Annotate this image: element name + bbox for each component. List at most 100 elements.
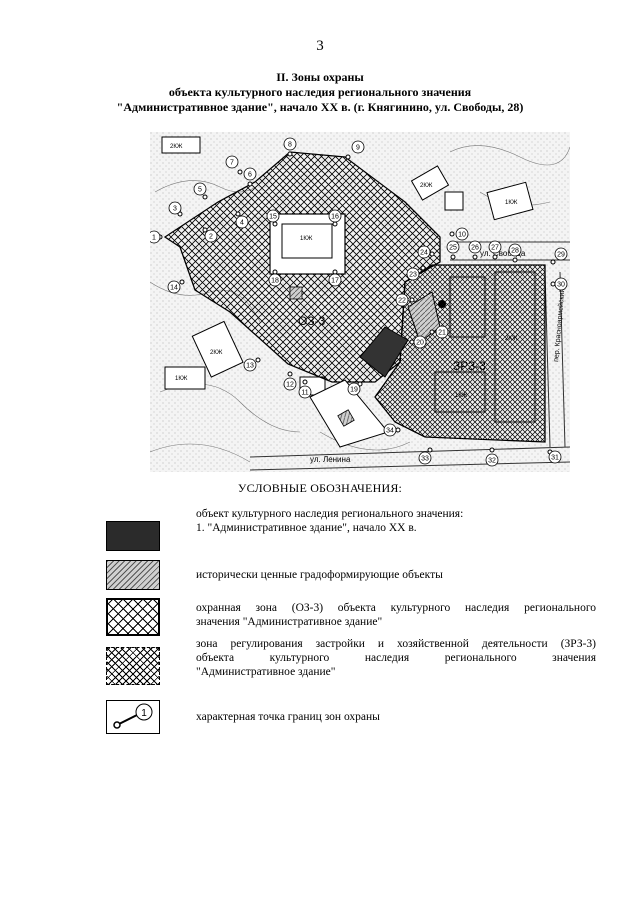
legend-text: зона регулирования застройки и хозяйстве… bbox=[196, 638, 596, 650]
legend-text: 1. "Административное здание", начало XX … bbox=[196, 522, 417, 534]
boundary-point-17: 17 bbox=[328, 269, 342, 287]
boundary-point-3: 3 bbox=[168, 201, 183, 217]
boundary-point-label: 7 bbox=[230, 160, 234, 167]
boundary-point-label: 11 bbox=[301, 390, 308, 397]
boundary-point-15: 15 bbox=[266, 209, 280, 227]
legend-text: "Административное здание" bbox=[196, 666, 336, 678]
boundary-point-31: 31 bbox=[547, 449, 562, 464]
boundary-point-label: 32 bbox=[488, 458, 496, 465]
boundary-point-label: 10 bbox=[458, 232, 466, 239]
page-number: 3 bbox=[316, 38, 324, 54]
boundary-point-label: 26 bbox=[471, 245, 479, 252]
boundary-point-label: 3 bbox=[173, 206, 177, 213]
boundary-point-label: 31 bbox=[551, 455, 559, 462]
building-label: 2КЖ bbox=[420, 183, 433, 189]
legend-text: объекта культурного наследия регионально… bbox=[196, 652, 596, 664]
boundary-point-6: 6 bbox=[243, 167, 257, 187]
legend-symbol-heritage bbox=[106, 521, 160, 551]
boundary-point-16: 16 bbox=[328, 209, 342, 227]
boundary-point-label: 27 bbox=[491, 245, 499, 252]
boundary-point-10: 10 bbox=[449, 227, 469, 241]
svg-text:1: 1 bbox=[141, 708, 147, 719]
boundary-point-2: 2 bbox=[202, 227, 218, 243]
building-label: 1КЖ bbox=[175, 376, 188, 382]
boundary-point-label: 15 bbox=[269, 214, 277, 221]
boundary-point-label: 23 bbox=[409, 272, 417, 279]
boundary-point-label: 4 bbox=[240, 220, 244, 227]
legend-text: характерная точка границ зон охраны bbox=[196, 711, 380, 723]
legend-text: исторически ценные градоформирующие объе… bbox=[196, 569, 443, 581]
legend-symbol-historic bbox=[106, 560, 160, 590]
building-label: 1КЖ bbox=[455, 393, 468, 399]
historic-object-small bbox=[337, 409, 355, 427]
street-label-svobody: ул. Свобода bbox=[480, 249, 526, 258]
building-label: 1КЖ bbox=[505, 200, 518, 206]
boundary-point-label: 9 bbox=[356, 145, 360, 152]
boundary-point-12: 12 bbox=[283, 371, 297, 391]
boundary-point-label: 8 bbox=[288, 142, 292, 149]
building-label: 2КЖ bbox=[505, 336, 518, 342]
boundary-point-5: 5 bbox=[193, 182, 208, 200]
boundary-point-34: 34 bbox=[383, 423, 401, 437]
boundary-point-label: 22 bbox=[398, 298, 406, 305]
heritage-object bbox=[359, 326, 409, 378]
boundary-point-25: 25 bbox=[446, 240, 460, 260]
boundary-point-label: 2 bbox=[209, 234, 213, 241]
boundary-point-22: 22 bbox=[395, 293, 415, 307]
boundary-point-label: 33 bbox=[421, 456, 429, 463]
boundary-point-label: 17 bbox=[331, 278, 339, 285]
street-label-lenina: ул. Ленина bbox=[310, 455, 351, 464]
boundary-point-24: 24 bbox=[417, 245, 435, 259]
boundary-point-label: 12 bbox=[286, 382, 294, 389]
boundary-point-13: 13 bbox=[243, 357, 261, 372]
title-line-3: "Административное здание", начало XX в. … bbox=[116, 100, 524, 114]
boundary-point-21: 21 bbox=[429, 325, 449, 339]
boundary-point-4: 4 bbox=[235, 211, 249, 229]
neighbour-buildings bbox=[161, 136, 534, 396]
boundary-point-26: 26 bbox=[468, 240, 482, 260]
boundary-point-19: 19 bbox=[347, 381, 363, 396]
title-line-2: объекта культурного наследия регионально… bbox=[168, 85, 472, 99]
boundary-point-label: 14 bbox=[170, 285, 178, 292]
legend-symbol-oz bbox=[106, 598, 160, 636]
boundary-point-icon: 1 bbox=[113, 703, 153, 729]
zone-label-oz: ОЗ-3 bbox=[298, 314, 326, 328]
street-edges bbox=[249, 241, 570, 471]
boundary-point-label: 13 bbox=[246, 363, 254, 370]
boundary-point-27: 27 bbox=[488, 240, 502, 260]
inner-building bbox=[281, 223, 333, 259]
legend-text: значения "Административное здание" bbox=[196, 616, 383, 628]
boundary-point-label: 25 bbox=[449, 245, 457, 252]
boundary-point-label: 18 bbox=[271, 278, 279, 285]
boundary-point-11: 11 bbox=[298, 379, 312, 399]
boundary-point-14: 14 bbox=[167, 279, 185, 294]
boundary-point-label: 5 bbox=[198, 187, 202, 194]
feature-marker bbox=[438, 300, 446, 308]
boundary-point-label: 30 bbox=[557, 282, 565, 289]
boundary-point-23: 23 bbox=[406, 265, 426, 281]
boundary-point-29: 29 bbox=[550, 247, 568, 265]
boundary-point-8: 8 bbox=[283, 137, 297, 157]
boundary-point-label: 16 bbox=[331, 214, 339, 221]
legend-title: УСЛОВНЫЕ ОБОЗНАЧЕНИЯ: bbox=[237, 481, 403, 495]
zrz-inner-buildings bbox=[434, 271, 536, 423]
small-historic-object bbox=[289, 286, 303, 300]
legend-text: охранная зона (ОЗ-3) объекта культурного… bbox=[196, 602, 596, 614]
boundary-point-7: 7 bbox=[225, 155, 243, 175]
legend-text: объект культурного наследия региональног… bbox=[196, 508, 464, 520]
site-plan-map: ОЗ-3 ЗРЗ-3 ул. Свобода ул. Ленина пер. К… bbox=[150, 132, 570, 472]
boundary-point-30: 30 bbox=[550, 277, 568, 291]
boundary-point-label: 34 bbox=[386, 428, 394, 435]
boundary-point-33: 33 bbox=[418, 447, 433, 465]
boundary-point-label: 24 bbox=[420, 250, 428, 257]
legend-symbol-point: 1 bbox=[106, 700, 160, 734]
boundary-point-label: 29 bbox=[557, 252, 565, 259]
title-line-1: II. Зоны охраны bbox=[276, 70, 364, 84]
boundary-point-label: 21 bbox=[438, 330, 446, 337]
boundary-point-32: 32 bbox=[485, 447, 499, 467]
building-label: 2КЖ bbox=[210, 350, 223, 356]
building-label: 1КЖ bbox=[300, 236, 313, 242]
boundary-point-label: 20 bbox=[416, 340, 424, 347]
zone-label-zrz: ЗРЗ-3 bbox=[453, 359, 486, 373]
